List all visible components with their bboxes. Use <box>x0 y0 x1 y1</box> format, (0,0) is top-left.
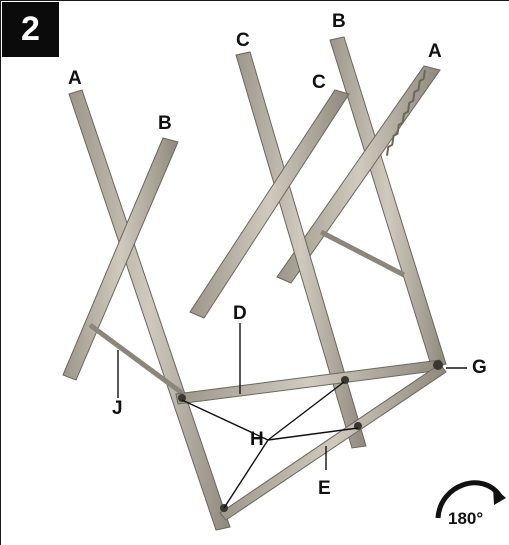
rotate-180-icon <box>435 480 506 519</box>
label-a-left: A <box>68 68 82 89</box>
brace-j <box>88 322 184 396</box>
label-e: E <box>318 478 331 499</box>
label-c-right: C <box>312 72 326 93</box>
back-frame <box>189 36 447 449</box>
leader-lines <box>117 323 467 509</box>
front-frame <box>62 89 231 531</box>
teeth-a-right <box>385 69 426 156</box>
rail-e <box>219 363 447 521</box>
label-a-right: A <box>428 41 442 62</box>
label-j: J <box>112 398 123 419</box>
bolt <box>178 394 186 402</box>
leg-b-right <box>329 36 447 369</box>
label-b-right: B <box>332 11 346 32</box>
label-c-left: C <box>236 30 250 51</box>
label-d: D <box>233 303 247 324</box>
leg-c-left <box>235 51 367 449</box>
leg-c-right <box>189 89 350 319</box>
label-b-left: B <box>158 113 172 134</box>
leg-b-left <box>62 137 179 381</box>
rotation-label: 180° <box>448 509 483 528</box>
figure-number-badge: 2 <box>2 2 59 57</box>
label-h: H <box>250 429 264 450</box>
bolt <box>433 360 443 370</box>
label-g: G <box>472 357 487 378</box>
back-brace <box>319 229 406 278</box>
leg-a-right <box>276 65 441 284</box>
